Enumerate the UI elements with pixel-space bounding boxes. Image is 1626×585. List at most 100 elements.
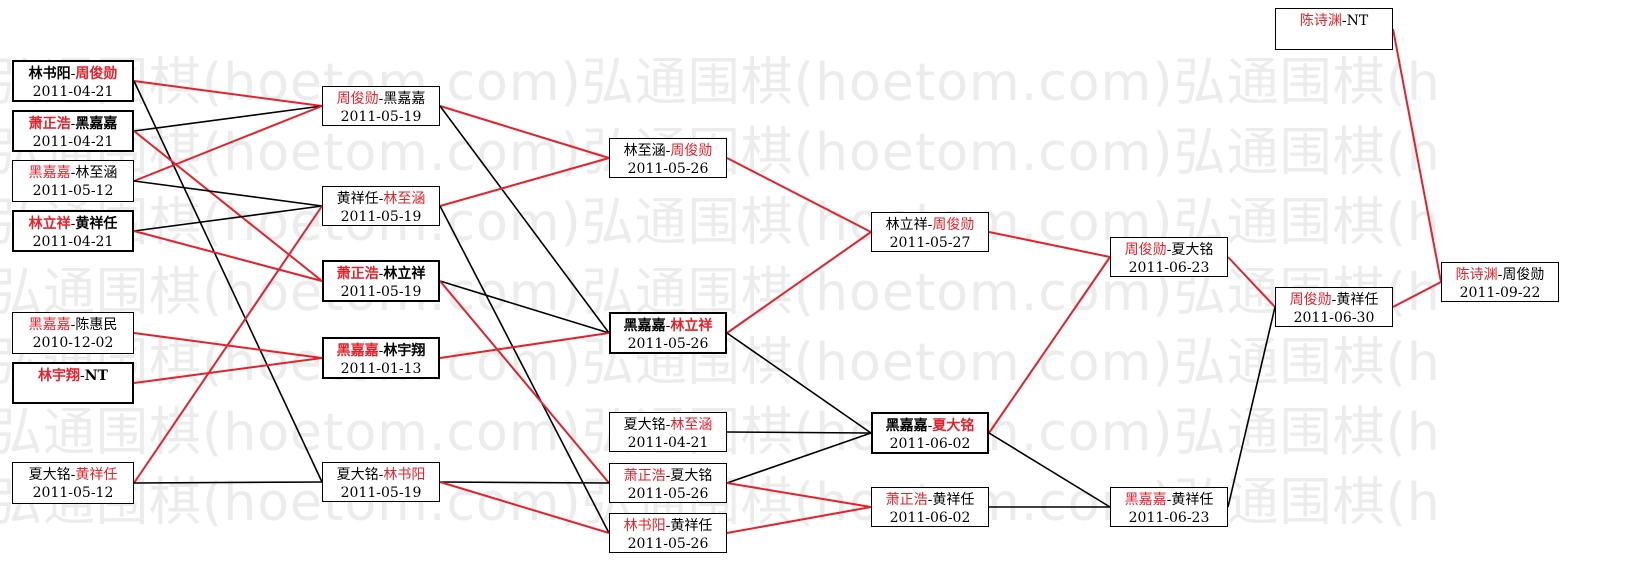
bracket-line-r1d-r2b — [133, 205, 323, 232]
match-date: 2011-05-19 — [340, 284, 422, 300]
match-players: 周俊勋-黑嘉嘉 — [323, 90, 439, 108]
player-two: 黄祥任 — [75, 216, 118, 232]
match-players: 陈诗渊-NT — [1276, 12, 1392, 30]
vs-dash: - — [927, 418, 933, 434]
match-date: 2011-09-22 — [1459, 285, 1541, 301]
watermark-row: 弘通围棋(hoetom.com)弘通围棋(hoetom.com)弘通围棋(h — [0, 53, 1441, 113]
match-players: 萧正浩-黑嘉嘉 — [14, 115, 132, 133]
bracket-line-r1b-r2a — [133, 105, 323, 132]
player-two: 林书阳 — [383, 467, 426, 483]
player-two: NT — [84, 368, 108, 384]
vs-dash: - — [665, 518, 671, 534]
match-date: 2011-06-23 — [1128, 510, 1210, 526]
player-one: 陈诗渊 — [1299, 13, 1342, 29]
bracket-line-r3d-r4b — [726, 432, 872, 484]
player-two: 夏大铭 — [932, 418, 975, 434]
match-players: 林立祥-黄祥任 — [14, 215, 132, 233]
vs-dash: - — [70, 116, 76, 132]
match-players: 林宇翔-NT — [14, 367, 132, 385]
bracket-line-r6-final — [1392, 281, 1442, 308]
match-players: 陈诗渊-周俊勋 — [1442, 266, 1558, 284]
player-two: 黑嘉嘉 — [75, 116, 118, 132]
bracket-line-r1a-r2e — [133, 80, 323, 483]
vs-dash: - — [70, 165, 76, 181]
player-two: 黑嘉嘉 — [383, 91, 426, 107]
vs-dash: - — [378, 266, 384, 282]
match-date: 2011-04-21 — [32, 234, 114, 250]
bracket-line-r4b-r5b — [988, 432, 1111, 508]
player-two: 周俊勋 — [670, 143, 713, 159]
match-date: 2011-04-21 — [627, 435, 709, 451]
player-two: 黄祥任 — [932, 492, 975, 508]
match-date: 2011-05-26 — [627, 336, 709, 352]
vs-dash: - — [70, 467, 76, 483]
vs-dash: - — [80, 368, 85, 384]
match-players: 黑嘉嘉-陈惠民 — [13, 316, 133, 334]
bracket-line-r3c-r4b — [726, 431, 872, 434]
match-date: 2011-05-12 — [32, 485, 114, 501]
bracket-line-r1f-r2d — [133, 357, 323, 384]
bracket-line-r3a-r4a — [726, 157, 872, 233]
player-two: 林立祥 — [670, 318, 713, 334]
vs-dash: - — [70, 317, 76, 333]
vs-dash: - — [70, 216, 76, 232]
player-one: 夏大铭 — [336, 467, 379, 483]
bracket-line-r3d-r4c — [726, 482, 872, 508]
player-one: 黑嘉嘉 — [28, 165, 71, 181]
match-date: 2011-05-26 — [627, 536, 709, 552]
player-two: 周俊勋 — [1502, 267, 1545, 283]
vs-dash: - — [1341, 13, 1347, 29]
player-two: 林至涵 — [75, 165, 118, 181]
vs-dash: - — [378, 191, 384, 207]
player-two: NT — [1346, 13, 1369, 29]
player-one: 萧正浩 — [336, 266, 379, 282]
match-players: 萧正浩-林立祥 — [324, 265, 438, 283]
match-players: 夏大铭-林书阳 — [323, 466, 439, 484]
match-players: 周俊勋-夏大铭 — [1111, 241, 1227, 259]
match-date: 2011-05-27 — [889, 235, 971, 251]
player-two: 周俊勋 — [932, 217, 975, 233]
player-one: 周俊勋 — [1289, 292, 1332, 308]
bracket-line-r1b-r2c — [133, 130, 323, 282]
player-one: 萧正浩 — [28, 116, 71, 132]
player-one: 萧正浩 — [623, 468, 666, 484]
bracket-line-r4b-r5a — [988, 256, 1111, 434]
player-one: 黑嘉嘉 — [336, 343, 379, 359]
bracket-line-r2b-r3e — [439, 205, 610, 534]
match-date: 2010-12-02 — [32, 335, 114, 351]
vs-dash: - — [665, 468, 671, 484]
player-one: 林立祥 — [28, 216, 71, 232]
match-players: 林书阳-周俊勋 — [14, 65, 132, 83]
player-two: 夏大铭 — [1171, 242, 1214, 258]
match-players: 林立祥-周俊勋 — [872, 216, 988, 234]
player-one: 林书阳 — [623, 518, 666, 534]
vs-dash: - — [927, 217, 933, 233]
bracket-line-r5a-r6 — [1227, 256, 1276, 308]
match-date: 2011-05-26 — [627, 161, 709, 177]
bracket-line-r4a-r5a — [988, 231, 1111, 258]
vs-dash: - — [927, 492, 933, 508]
player-one: 黑嘉嘉 — [1124, 492, 1167, 508]
match-players: 周俊勋-黄祥任 — [1276, 291, 1392, 309]
match-players: 黑嘉嘉-林立祥 — [611, 317, 725, 335]
player-two: 黄祥任 — [1171, 492, 1214, 508]
player-one: 黑嘉嘉 — [28, 317, 71, 333]
match-node-r1f: 林宇翔-NT — [12, 362, 134, 404]
player-one: 林宇翔 — [38, 368, 81, 384]
player-one: 周俊勋 — [1124, 242, 1167, 258]
match-players: 黄祥任-林至涵 — [323, 190, 439, 208]
player-one: 周俊勋 — [336, 91, 379, 107]
